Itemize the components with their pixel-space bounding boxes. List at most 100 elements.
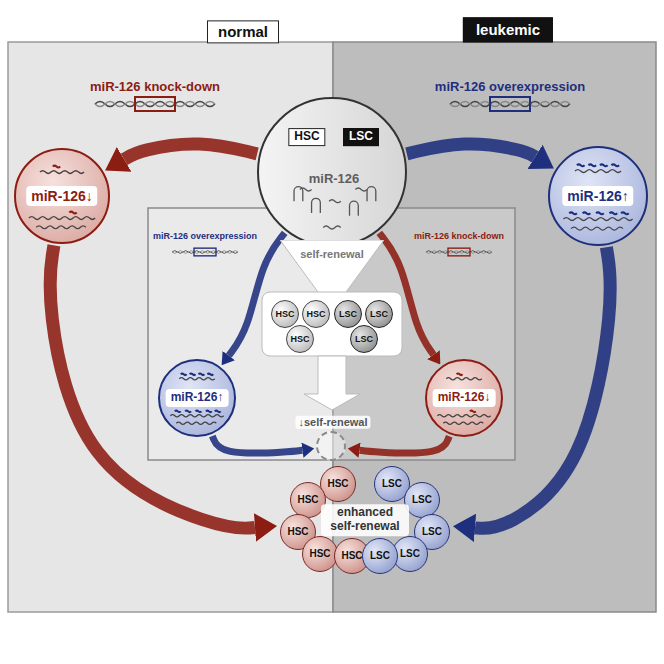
mirna-strand	[206, 411, 212, 412]
overexpressing-cell: miR-126↑	[548, 146, 648, 246]
node-text: HSC	[309, 548, 330, 560]
mirna-strand	[190, 374, 196, 375]
node-text: HSC	[275, 309, 294, 319]
node-text: HSC	[288, 128, 325, 146]
rna-strand	[312, 198, 321, 213]
overexpressing-cell: miR-126↑	[158, 359, 236, 437]
inner-frame	[148, 208, 515, 460]
lsc-cell: LSC	[350, 325, 378, 353]
arrow-connector	[124, 144, 257, 159]
rna-strand	[170, 415, 223, 417]
hsc-cell: HSC	[302, 300, 330, 328]
mirna-strand	[470, 411, 476, 412]
node-text: LSC	[412, 494, 432, 506]
dna-strand	[450, 102, 570, 107]
node-text: HSC	[341, 550, 362, 562]
overexpression-box	[490, 97, 530, 111]
mirna-strand	[569, 212, 577, 214]
node-text: normal	[207, 20, 279, 43]
arrow-label: miR-126 knock-down	[414, 231, 504, 241]
rna-strand	[176, 422, 216, 424]
rna-strand	[329, 200, 341, 203]
lsc-cell: LSC	[404, 482, 440, 518]
node-text: HSC	[327, 478, 348, 490]
mirna-strand	[198, 374, 204, 375]
mirna-strand	[577, 164, 585, 166]
arrow-connector	[407, 144, 535, 157]
self-renewal-pool	[262, 292, 402, 356]
rna-strand	[437, 415, 490, 417]
rna-strand	[446, 378, 482, 380]
dna-strand	[426, 251, 492, 254]
knockdown-box	[135, 97, 175, 111]
node-text: LSC	[400, 548, 420, 560]
rna-strand	[40, 171, 84, 174]
lsc-cell: LSC	[334, 300, 362, 328]
node-text: miR-126↓	[26, 186, 97, 206]
overexpression-box	[194, 248, 216, 256]
mirna-strand	[69, 212, 76, 214]
node-text: LSC	[422, 526, 442, 538]
node-text: enhanced self-renewal	[321, 504, 409, 536]
rna-strand	[323, 226, 341, 229]
rna-strand	[355, 188, 367, 191]
node-text: ↓self-renewal	[295, 416, 370, 429]
dna-strand	[172, 251, 238, 254]
mirna-strand	[215, 411, 221, 412]
lsc-cell: LSC	[365, 300, 393, 328]
mirna-strand	[181, 374, 187, 375]
arrow-connector	[360, 436, 450, 453]
expanded-cell-cluster: enhanced self-renewalHSCHSCHSCHSCHSCLSCL…	[280, 466, 450, 574]
mirna-strand	[196, 411, 202, 412]
arrow-connector	[379, 233, 433, 355]
mirna-strand	[621, 212, 629, 214]
node-text: LSC	[370, 550, 390, 562]
self-renewal-arrow	[304, 356, 360, 410]
rna-strand	[571, 227, 623, 230]
dna-overexpression-inner	[172, 248, 238, 256]
dna-knockdown-top	[95, 97, 215, 111]
node-text: miR-126↑	[166, 389, 229, 407]
arrow-label: miR-126 overexpression	[153, 231, 257, 241]
arrow-connector	[212, 436, 302, 453]
dna-knockdown-inner	[426, 248, 492, 256]
mirna-strand	[207, 374, 213, 375]
mirna-strand	[457, 374, 463, 375]
node-text: leukemic	[463, 17, 553, 42]
rna-strand	[575, 170, 621, 173]
funnel-shape	[280, 240, 384, 292]
rna-strand	[36, 226, 86, 229]
node-text: LSC	[339, 309, 357, 319]
mirna-strand	[583, 212, 591, 214]
hsc-cell: HSC	[286, 325, 314, 353]
mirna-strand	[610, 212, 618, 214]
rna-strand	[350, 201, 359, 216]
node-text: self-renewal	[300, 248, 364, 261]
node-text: LSC	[343, 128, 379, 146]
node-text: LSC	[355, 334, 373, 344]
arrow-label: miR-126 knock-down	[90, 79, 220, 94]
node-text: HSC	[306, 309, 325, 319]
stem-cell: HSC LSC miR-126	[257, 97, 407, 247]
lsc-cell: LSC	[362, 538, 398, 574]
dna-overexpression-top	[450, 97, 570, 111]
rna-strand	[367, 187, 376, 202]
mirna-strand	[53, 166, 60, 168]
rna-strand	[443, 422, 483, 424]
node-text: miR-126	[309, 172, 360, 187]
mirna-strand	[600, 164, 608, 166]
hsc-cell: HSC	[271, 300, 299, 328]
rna-strand	[300, 188, 312, 191]
self-renewal-funnel: self-renewal	[280, 240, 384, 292]
hsc-cell: HSC	[302, 536, 338, 572]
arrow-label: miR-126 overexpression	[435, 79, 585, 94]
rna-strand	[179, 378, 215, 380]
mirna-strand	[175, 411, 181, 412]
node-text: HSC	[297, 494, 318, 506]
arrow-connector	[50, 245, 255, 528]
mirna-strand	[596, 212, 604, 214]
arrow-connector	[229, 233, 285, 356]
knockdown-box	[448, 248, 470, 256]
node-text: miR-126↓	[433, 389, 496, 407]
